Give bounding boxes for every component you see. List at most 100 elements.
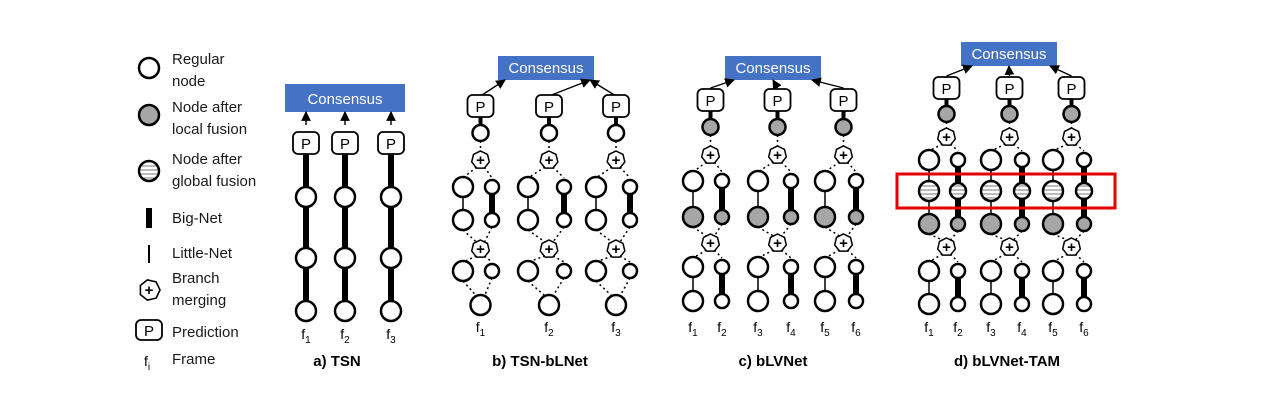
merge-link xyxy=(780,223,792,237)
merge-shape xyxy=(833,233,854,252)
merge-shape xyxy=(767,145,788,164)
regular-node xyxy=(746,169,770,193)
consensus-box xyxy=(285,84,405,112)
frame-label: f1 xyxy=(301,326,311,346)
regular-node xyxy=(333,246,357,270)
arrow-to-consensus xyxy=(548,78,591,97)
frame-label: f6 xyxy=(851,319,861,339)
prediction-box: P xyxy=(466,94,495,118)
local-fusion-node xyxy=(949,215,967,233)
global-fusion-node xyxy=(1012,181,1032,201)
regular-node xyxy=(451,259,475,283)
prediction-box: P xyxy=(331,131,359,155)
regular-node xyxy=(1041,259,1065,283)
global-fusion-node xyxy=(948,181,968,201)
legend-little-net-icon xyxy=(148,245,150,263)
frame-label: f2 xyxy=(544,319,554,339)
local-fusion-node xyxy=(937,104,956,124)
merge-shape xyxy=(539,150,559,169)
frame-label: f2 xyxy=(953,319,963,339)
svg-text:+: + xyxy=(145,282,154,299)
tam-highlight-box xyxy=(895,172,1117,210)
frame-label: f4 xyxy=(786,319,796,339)
merge-link xyxy=(1012,230,1023,241)
prediction-symbol: P xyxy=(340,136,350,153)
regular-node xyxy=(713,172,731,190)
prediction-box: P xyxy=(829,88,858,112)
local-fusion-node xyxy=(1013,215,1031,233)
arrow-to-consensus xyxy=(480,79,506,97)
frame-label: f1 xyxy=(924,319,934,339)
merge-node-icon: + xyxy=(767,145,788,164)
merge-link xyxy=(619,166,631,179)
merge-link xyxy=(527,229,546,243)
local-fusion-node xyxy=(768,117,787,137)
regular-node xyxy=(1013,295,1031,313)
legend-global-fusion-node-icon xyxy=(137,159,161,183)
legend-frame-label: Frame xyxy=(172,351,215,368)
merge-link xyxy=(781,249,792,259)
legend-merge-label-2: merging xyxy=(172,292,226,309)
merge-link xyxy=(483,226,493,243)
regular-node xyxy=(813,255,837,279)
merge-link xyxy=(692,226,707,237)
merge-link xyxy=(552,226,565,243)
prediction-symbol: P xyxy=(705,93,715,110)
frame-label: f5 xyxy=(1048,319,1058,339)
local-fusion-node xyxy=(1000,104,1019,124)
frame-label: f6 xyxy=(1079,319,1089,339)
merge-node-icon: + xyxy=(470,239,491,258)
arrow-to-consensus xyxy=(710,78,735,89)
regular-node xyxy=(1041,148,1065,172)
local-fusion-node xyxy=(681,205,705,229)
merge-shape xyxy=(936,237,957,256)
merge-link xyxy=(484,255,493,263)
panel-caption: c) bLVNet xyxy=(739,353,808,370)
regular-node xyxy=(847,292,865,310)
consensus-label: Consensus xyxy=(508,60,583,77)
consensus-label: Consensus xyxy=(735,60,810,77)
legend-local-label-1: Node after xyxy=(172,99,242,116)
merge-shape xyxy=(470,150,491,169)
regular-node xyxy=(451,208,475,232)
merge-link xyxy=(1074,230,1085,241)
regular-node xyxy=(979,292,1003,316)
merge-link xyxy=(757,226,774,237)
regular-node xyxy=(294,299,318,323)
regular-node xyxy=(621,262,639,280)
merge-link xyxy=(483,277,493,297)
regular-node xyxy=(917,292,941,316)
legend-global-label-2: global fusion xyxy=(172,173,256,190)
consensus-box xyxy=(498,56,594,80)
regular-node xyxy=(555,211,573,229)
regular-node xyxy=(294,246,318,270)
legend-merge-label-1: Branch xyxy=(172,270,220,287)
legend: Regular node Node after local fusion Nod… xyxy=(135,51,256,373)
legend-global-label-1: Node after xyxy=(172,151,242,168)
regular-node xyxy=(1041,292,1065,316)
legend-prediction-label: Prediction xyxy=(172,324,239,341)
local-fusion-node xyxy=(1075,215,1093,233)
regular-node xyxy=(979,259,1003,283)
frame-label: f3 xyxy=(753,319,763,339)
frame-label: f2 xyxy=(340,326,350,346)
merge-node-icon: + xyxy=(700,145,721,164)
regular-node xyxy=(584,175,608,199)
merge-link xyxy=(1012,253,1023,263)
merge-symbol: + xyxy=(706,235,715,252)
merge-shape xyxy=(1061,127,1082,146)
local-fusion-node xyxy=(713,208,731,226)
prediction-symbol: P xyxy=(386,136,396,153)
merge-symbol: + xyxy=(1005,129,1014,146)
merge-node-icon: + xyxy=(767,233,788,252)
merge-node-icon: + xyxy=(1061,237,1082,256)
merge-symbol: + xyxy=(773,147,782,164)
consensus-label: Consensus xyxy=(307,91,382,108)
regular-node xyxy=(469,293,492,317)
regular-node xyxy=(333,299,357,323)
consensus-label: Consensus xyxy=(971,46,1046,63)
prediction-symbol: P xyxy=(475,99,485,116)
prediction-box: P xyxy=(535,94,563,118)
